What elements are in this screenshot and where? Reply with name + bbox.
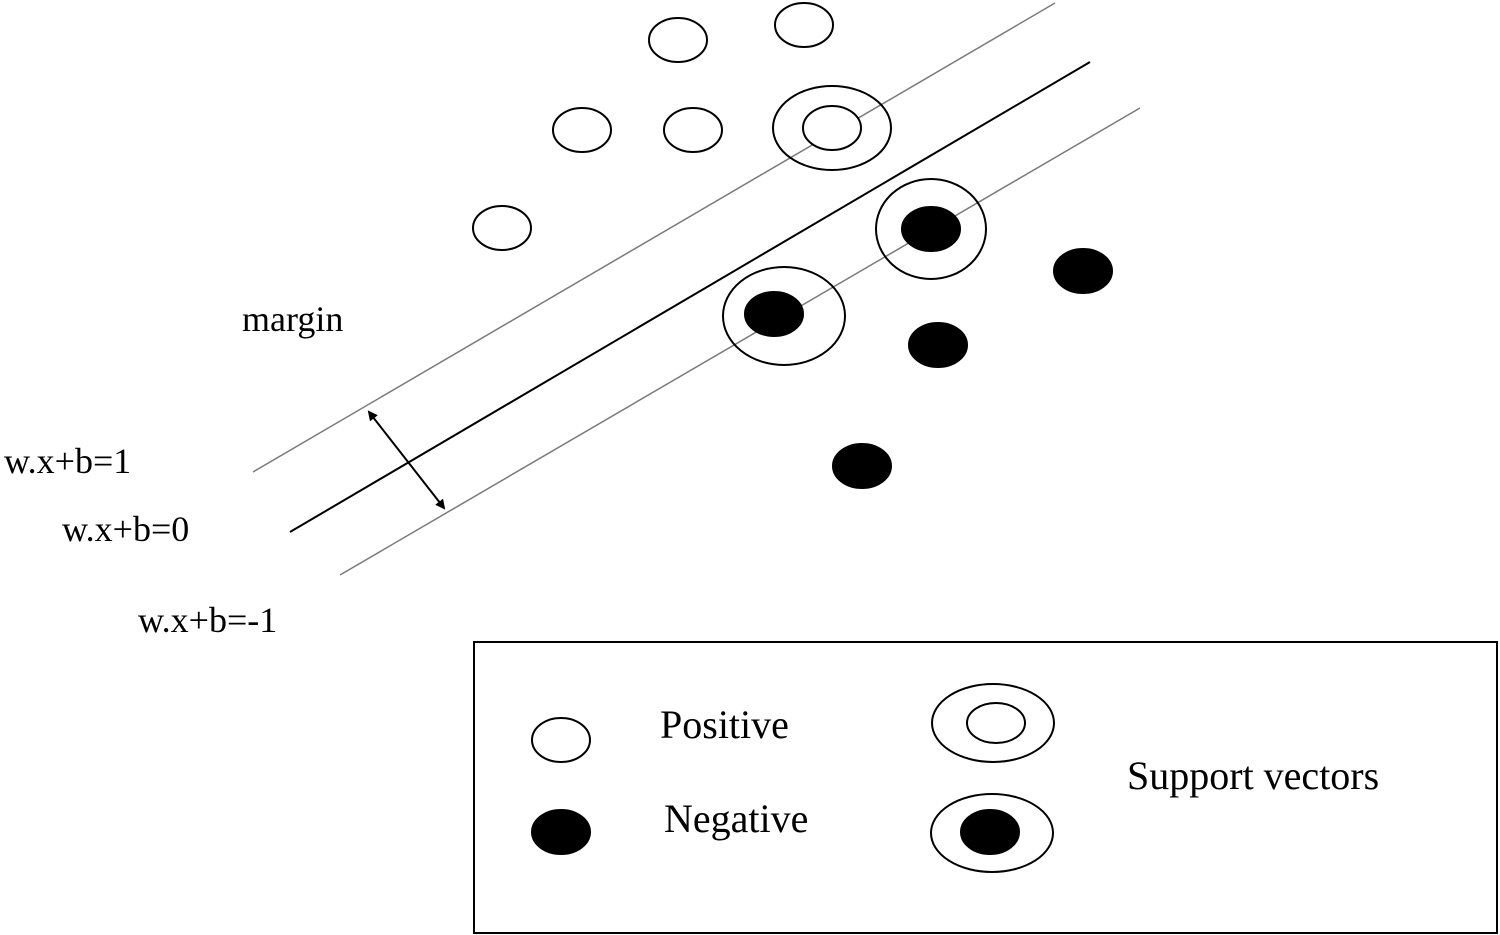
negative-support-vector <box>875 178 987 280</box>
legend: Positive Negative Support vectors <box>473 641 1498 934</box>
margin-arrow <box>367 410 446 510</box>
negative-support-vector <box>722 266 846 366</box>
negative-points <box>832 248 1113 489</box>
legend-negative-marker <box>531 809 591 855</box>
positive-point <box>472 205 532 251</box>
legend-frame <box>473 641 1498 934</box>
negative-point <box>1053 248 1113 294</box>
legend-negative-support-vector-marker <box>930 793 1054 873</box>
legend-negative-label: Negative <box>664 796 808 841</box>
positive-margin-hyperplane <box>252 2 1056 473</box>
decision-boundary-label: w.x+b=0 <box>62 509 189 549</box>
positive-support-vector <box>772 85 892 171</box>
negative-margin-hyperplane <box>339 107 1141 576</box>
negative-point <box>832 443 892 489</box>
negative-point <box>908 322 968 368</box>
positive-point <box>552 107 612 153</box>
minus-hyperplane-label: w.x+b=-1 <box>138 600 277 640</box>
positive-point <box>648 17 708 63</box>
legend-support-vectors-label: Support vectors <box>1127 753 1379 798</box>
margin-label: margin <box>242 299 343 339</box>
positive-point <box>663 107 723 153</box>
legend-positive-support-vector-marker <box>931 683 1055 763</box>
plus-hyperplane-label: w.x+b=1 <box>4 441 131 481</box>
legend-positive-marker <box>531 717 591 763</box>
positive-point <box>774 2 834 48</box>
positive-points <box>472 2 834 251</box>
legend-positive-label: Positive <box>660 702 789 747</box>
